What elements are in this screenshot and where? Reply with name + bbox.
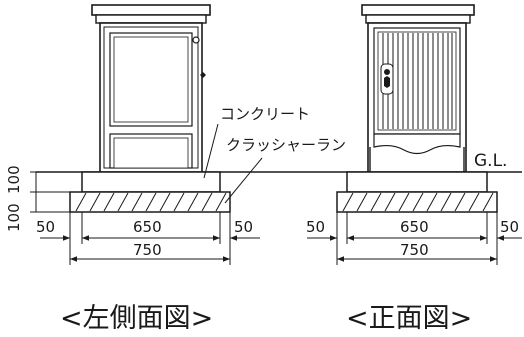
- left-margin-label: 50: [36, 218, 55, 236]
- ground-level-label: G.L.: [474, 151, 507, 171]
- left-cabinet: [91, 4, 211, 173]
- front-door-handle-icon: [380, 63, 394, 95]
- crusher-run-leader-line: [224, 157, 263, 204]
- concrete-annotation: コンクリート: [220, 105, 310, 123]
- left-crusher-run-block: [69, 191, 231, 213]
- left-outer-width-label: 750: [133, 241, 162, 259]
- left-concrete-block: [81, 171, 221, 193]
- front-outer-width-label: 750: [400, 241, 429, 259]
- front-inner-width-label: 650: [400, 218, 429, 236]
- left-height-dimension: [30, 171, 70, 213]
- left-inner-width-label: 650: [133, 218, 162, 236]
- front-width-dimensions: [307, 212, 522, 265]
- left-side-view: 100 100 50 650 50 750 コンクリート クラッシャーラン <左…: [5, 4, 346, 334]
- front-right-margin-label: 50: [500, 218, 519, 236]
- front-crusher-run-block: [336, 191, 498, 213]
- front-view-caption: <正面図>: [346, 303, 472, 334]
- crusher-run-annotation: クラッシャーラン: [226, 136, 346, 154]
- left-view-caption: <左側面図>: [60, 303, 213, 334]
- concrete-leader-line: [203, 123, 219, 179]
- left-door-handle-icon: [192, 36, 200, 44]
- left-width-dimensions: [40, 212, 260, 265]
- front-concrete-block: [346, 171, 488, 193]
- front-view: 50 650 50 750 <正面図>: [306, 4, 522, 334]
- height-label-top: 100: [5, 165, 23, 194]
- front-left-margin-label: 50: [306, 218, 325, 236]
- left-side-lock-icon: [200, 72, 206, 78]
- right-margin-label: 50: [234, 218, 253, 236]
- height-label-bottom: 100: [5, 203, 23, 232]
